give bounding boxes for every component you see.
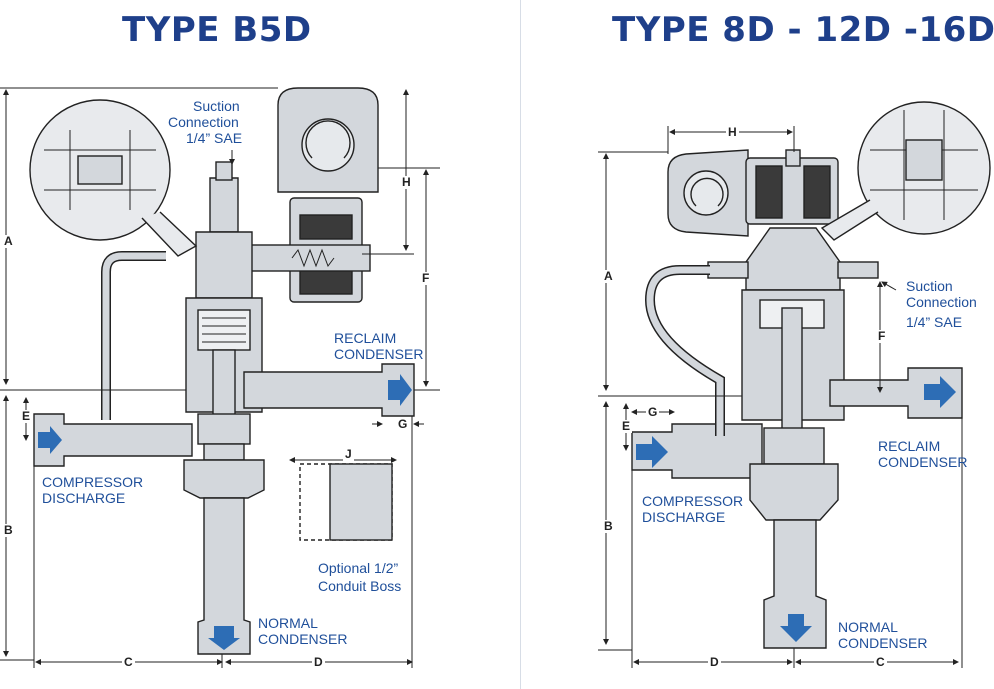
8d-dim-f: F xyxy=(876,329,888,343)
8d-reclaim-label-1: RECLAIM xyxy=(878,438,941,454)
b5d-conduit-label-2: Conduit Boss xyxy=(318,578,402,594)
8d-dim-h: H xyxy=(726,125,739,139)
panel-divider xyxy=(520,0,521,689)
b5d-normal-label-2: CONDENSER xyxy=(258,631,348,647)
b5d-normal-label-1: NORMAL xyxy=(258,615,318,631)
8d-compressor-label-2: DISCHARGE xyxy=(642,509,726,525)
8d-suction-label-1: Suction xyxy=(906,278,953,294)
b5d-conduit-label-1: Optional 1/2” xyxy=(318,560,399,576)
b5d-dim-b: B xyxy=(2,523,15,537)
b5d-reclaim-label-1: RECLAIM xyxy=(334,330,397,346)
8d-dim-d: D xyxy=(708,655,721,669)
b5d-suction-label: Suction xyxy=(193,98,240,114)
8d-reclaim-label-2: CONDENSER xyxy=(878,454,968,470)
b5d-dim-h: H xyxy=(400,175,413,189)
b5d-dim-f: F xyxy=(420,271,432,285)
8d-suction-label-2: Connection xyxy=(906,294,977,310)
b5d-valve-drawing xyxy=(29,87,415,655)
b5d-dim-j: J xyxy=(343,447,354,461)
suction-line-1: Suction xyxy=(193,98,240,114)
8d-dim-c: C xyxy=(874,655,887,669)
b5d-suction-label-2: Connection xyxy=(168,114,239,130)
b5d-compressor-label-2: DISCHARGE xyxy=(42,490,126,506)
b5d-suction-label-3: 1/4” SAE xyxy=(186,130,243,146)
b5d-dim-e: E xyxy=(20,409,33,423)
8d-normal-label-2: CONDENSER xyxy=(838,635,928,651)
8d-dim-g: G xyxy=(646,405,660,419)
8d-flow-arrows xyxy=(636,376,956,642)
b5d-dim-a: A xyxy=(2,234,15,248)
b5d-reclaim-label-2: CONDENSER xyxy=(334,346,424,362)
8d-dim-b: B xyxy=(602,519,615,533)
type-b5d-title: TYPE B5D xyxy=(122,10,312,50)
8d-valve-drawing xyxy=(631,101,991,649)
8d-compressor-label-1: COMPRESSOR xyxy=(642,493,744,509)
b5d-compressor-label-1: COMPRESSOR xyxy=(42,474,144,490)
b5d-flow-arrows xyxy=(38,374,412,650)
8d-dim-a: A xyxy=(602,269,615,283)
8d-suction-label-3: 1/4” SAE xyxy=(906,314,963,330)
8d-dim-e: E xyxy=(620,419,633,433)
b5d-dim-g: G xyxy=(396,417,410,431)
b5d-dim-c: C xyxy=(122,655,135,669)
8d-normal-label-1: NORMAL xyxy=(838,619,898,635)
b5d-dim-d: D xyxy=(312,655,325,669)
type-8d-12d-16d-title: TYPE 8D - 12D -16D xyxy=(612,10,994,50)
